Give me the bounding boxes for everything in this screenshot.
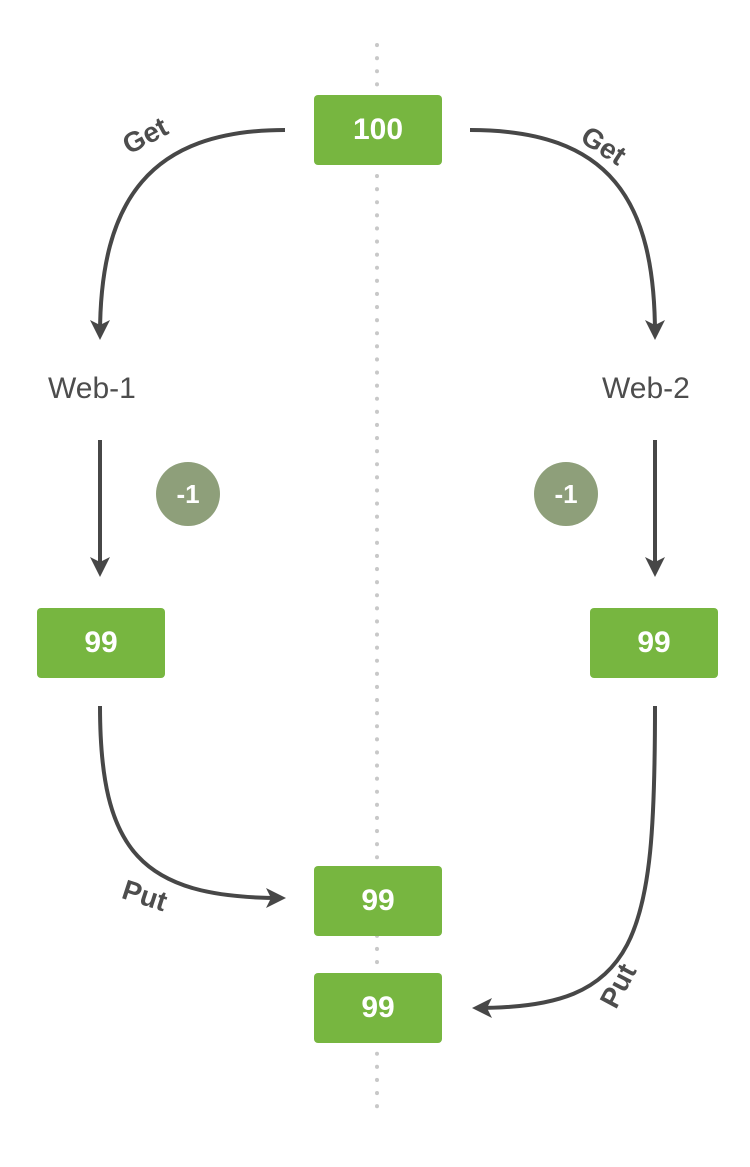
local-value-box-web1: 99 [37,608,165,678]
get-arrow-web1 [90,128,286,340]
client-label-web1: Web-1 [48,372,136,405]
decrement-badge-web1: -1 [156,462,220,526]
decrement-badge-web2: -1 [534,462,598,526]
put-arrow-web1 [98,705,286,908]
source-value-box: 100 [314,95,442,165]
client-label-web2: Web-2 [602,372,690,405]
get-arrow-web2 [469,128,665,340]
local-value-box-web2: 99 [590,608,718,678]
result-value-box-1: 99 [314,866,442,936]
result-value-box-2: 99 [314,973,442,1043]
put-arrow-web2 [472,705,657,1018]
